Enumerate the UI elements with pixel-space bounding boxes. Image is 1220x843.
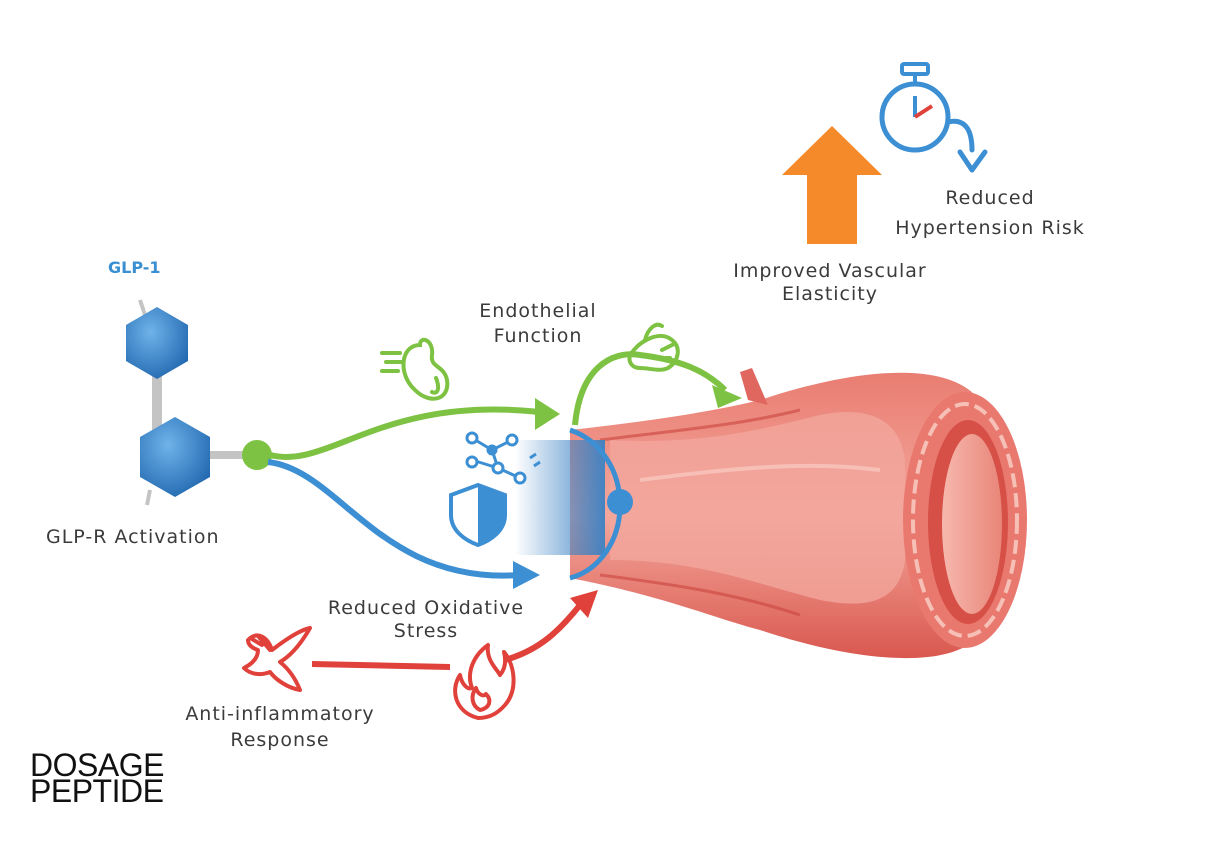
blood-vessel-icon bbox=[570, 368, 1027, 659]
anti-inflammatory-response-label: Anti-inflammatory Response bbox=[160, 703, 400, 752]
network-icon bbox=[465, 431, 541, 485]
reduced-oxidative-stress-line-2: Stress bbox=[393, 620, 459, 642]
glp-r-activation-label: GLP-R Activation bbox=[46, 526, 220, 548]
improved-vascular-elasticity-line-1: Improved Vascular bbox=[733, 260, 927, 282]
green-pathway-arrow bbox=[269, 406, 541, 460]
reduced-oxidative-stress-label: Reduced Oxidative Stress bbox=[306, 597, 546, 643]
flame-icon bbox=[453, 643, 516, 720]
endothelial-function-line-1: Endothelial bbox=[479, 300, 597, 322]
improved-vascular-elasticity-label: Improved Vascular Elasticity bbox=[700, 260, 960, 306]
green-arrowhead bbox=[535, 398, 560, 430]
reduced-hypertension-risk-line-2: Hypertension Risk bbox=[895, 217, 1085, 239]
endothelial-function-line-2: Function bbox=[493, 325, 583, 347]
receptor-dot-icon bbox=[607, 489, 633, 515]
brand-line-1: DOSAGE bbox=[30, 747, 164, 783]
green-top-arrowhead bbox=[712, 385, 742, 408]
anti-inflammatory-response-line-1: Anti-inflammatory bbox=[185, 703, 375, 725]
stopwatch-icon bbox=[879, 62, 988, 173]
reduced-oxidative-stress-line-1: Reduced Oxidative bbox=[327, 597, 525, 619]
green-top-arrow bbox=[572, 351, 728, 426]
up-arrow-icon bbox=[782, 126, 882, 244]
brand-logo: DOSAGE PEPTIDE bbox=[30, 747, 164, 809]
dove-icon bbox=[242, 626, 312, 692]
improved-vascular-elasticity-line-2: Elasticity bbox=[782, 283, 878, 305]
blue-arrowhead bbox=[513, 561, 540, 589]
stomach-icon bbox=[380, 337, 450, 401]
red-pathway-line bbox=[311, 661, 451, 670]
molecule-icon bbox=[126, 299, 255, 506]
signal-glow bbox=[515, 440, 605, 555]
endothelial-function-label: Endothelial Function bbox=[458, 300, 618, 348]
hand-icon bbox=[627, 322, 680, 372]
reduced-hypertension-risk-label: Reduced Hypertension Risk bbox=[870, 187, 1110, 240]
receptor-node-icon bbox=[242, 440, 272, 470]
reduced-hypertension-risk-line-1: Reduced bbox=[945, 187, 1035, 209]
red-arrowhead bbox=[570, 590, 598, 618]
brand-line-2: PEPTIDE bbox=[30, 773, 164, 809]
red-pathway-arrow bbox=[504, 603, 583, 663]
anti-inflammatory-response-line-2: Response bbox=[230, 729, 330, 751]
shield-icon bbox=[449, 482, 507, 548]
glp1-label: GLP-1 bbox=[108, 258, 161, 277]
blue-pathway-arrow bbox=[267, 459, 521, 579]
